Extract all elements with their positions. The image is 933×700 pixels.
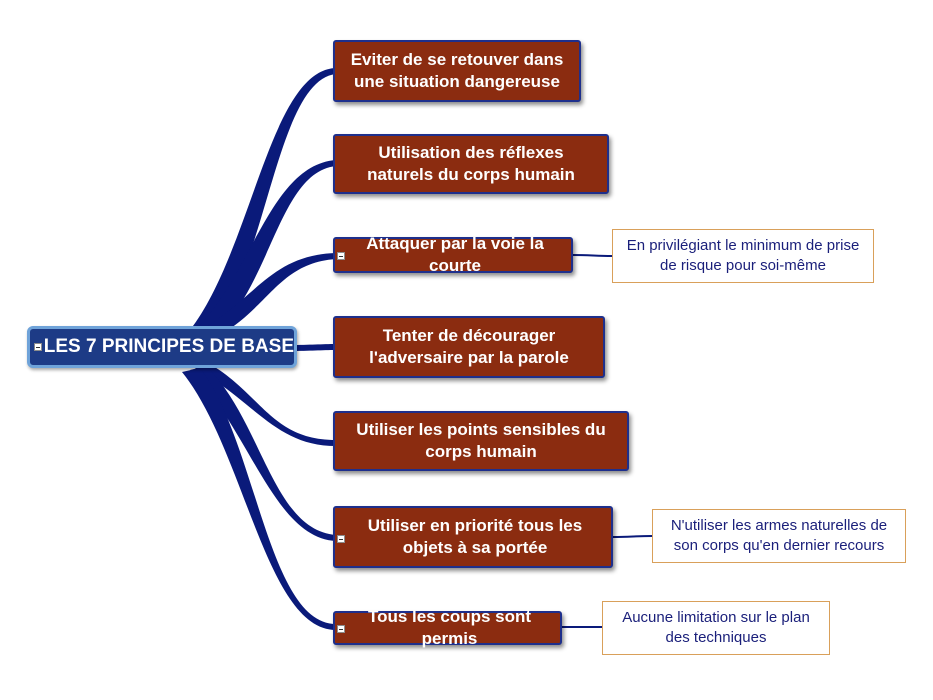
connector-note-3: [572, 254, 613, 257]
minus-box-icon[interactable]: [337, 252, 345, 260]
branch-label-1: Eviter de se retouver dans une situation…: [350, 50, 564, 91]
connector-branch-7: [182, 368, 336, 630]
connector-branch-4: [290, 344, 336, 351]
minus-box-icon[interactable]: [34, 343, 42, 351]
branch-node-6[interactable]: Utiliser en priorité tous les objets à s…: [333, 506, 613, 568]
note-branch-7: Aucune limitation sur le plan des techni…: [602, 601, 830, 655]
connector-branch-1: [190, 68, 336, 332]
note-branch-6: N'utiliser les armes naturelles de son c…: [652, 509, 906, 563]
connector-branch-5: [195, 364, 336, 446]
branch-label-5: Utiliser les points sensibles du corps h…: [356, 420, 606, 461]
branch-label-2: Utilisation des réflexes naturels du cor…: [367, 143, 575, 184]
branch-node-5[interactable]: Utiliser les points sensibles du corps h…: [333, 411, 629, 471]
connector-note-6: [612, 535, 653, 538]
minus-box-icon[interactable]: [337, 535, 345, 543]
connector-branch-2: [195, 160, 336, 332]
root-label: LES 7 PRINCIPES DE BASE: [43, 336, 294, 357]
branch-node-4[interactable]: Tenter de décourager l'adversaire par la…: [333, 316, 605, 378]
note-text-7: Aucune limitation sur le plan des techni…: [622, 609, 810, 646]
branch-label-7: Tous les coups sont permis: [367, 607, 532, 648]
note-branch-3: En privilégiant le minimum de prise de r…: [612, 229, 874, 283]
branch-label-3: Attaquer par la voie la courte: [366, 234, 544, 275]
connector-branch-6: [190, 366, 336, 541]
branch-node-2[interactable]: Utilisation des réflexes naturels du cor…: [333, 134, 609, 194]
branch-node-3[interactable]: Attaquer par la voie la courte: [333, 234, 573, 275]
branch-node-1[interactable]: Eviter de se retouver dans une situation…: [333, 40, 581, 102]
branch-label-4: Tenter de décourager l'adversaire par la…: [369, 326, 569, 367]
note-text-3: En privilégiant le minimum de prise de r…: [626, 237, 860, 274]
branch-node-7[interactable]: Tous les coups sont permis: [333, 607, 562, 648]
minus-box-icon[interactable]: [337, 625, 345, 633]
root-node[interactable]: LES 7 PRINCIPES DE BASE: [27, 326, 297, 368]
note-text-6: N'utiliser les armes naturelles de son c…: [670, 517, 888, 554]
branch-label-6: Utiliser en priorité tous les objets à s…: [367, 516, 583, 557]
connector-branch-3: [200, 253, 336, 334]
